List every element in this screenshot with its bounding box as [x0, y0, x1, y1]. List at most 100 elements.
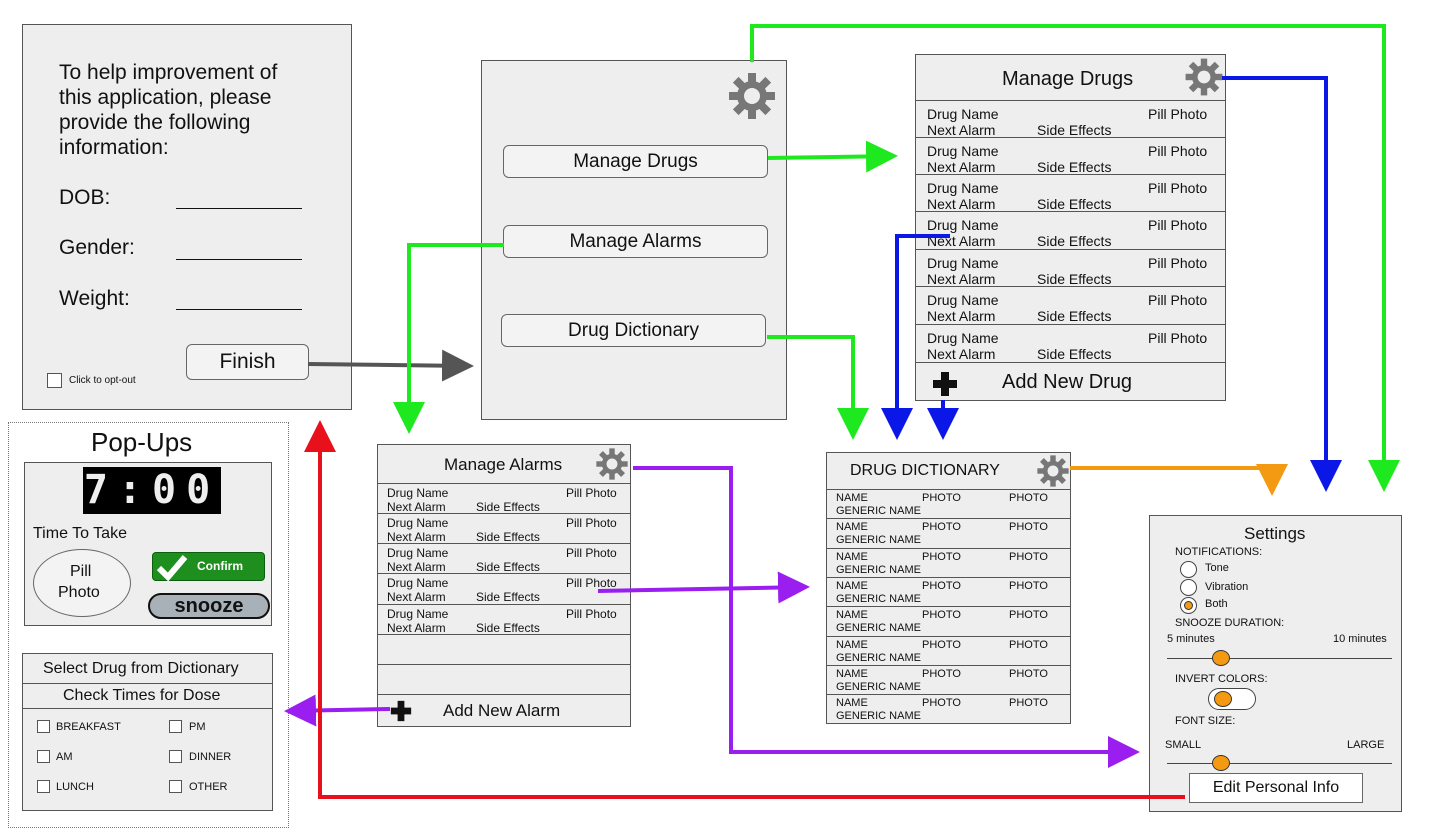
alarm-row[interactable]: Drug Name Pill Photo Next Alarm Side Eff…: [378, 544, 630, 574]
name-col: NAME: [836, 521, 868, 533]
snooze-duration-label: SNOOZE DURATION:: [1175, 617, 1285, 629]
radio-both[interactable]: [1180, 597, 1197, 614]
snooze-slider-knob[interactable]: [1212, 650, 1230, 666]
snooze-button[interactable]: snooze: [148, 593, 270, 619]
side-effects: Side Effects: [1037, 159, 1112, 175]
drug-row[interactable]: Drug Name Pill Photo Next Alarm Side Eff…: [916, 138, 1225, 175]
dictionary-row[interactable]: NAME PHOTO PHOTO GENERIC NAME: [827, 578, 1070, 607]
drug-dictionary-button[interactable]: Drug Dictionary: [501, 314, 766, 347]
drug-name: Drug Name: [387, 546, 449, 560]
next-alarm: Next Alarm: [387, 590, 446, 604]
dictionary-row[interactable]: NAME PHOTO PHOTO GENERIC NAME: [827, 695, 1070, 724]
drug-name: Drug Name: [927, 292, 999, 308]
font-slider-knob[interactable]: [1212, 755, 1230, 771]
gender-label: Gender:: [59, 236, 135, 259]
photo-col: PHOTO: [922, 668, 961, 680]
breakfast-checkbox[interactable]: [37, 720, 50, 733]
invert-toggle[interactable]: [1208, 688, 1256, 710]
onboarding-intro-1: To help improvement of: [59, 61, 278, 84]
drug-name: Drug Name: [387, 486, 449, 500]
add-new-drug-label[interactable]: Add New Drug: [1002, 371, 1133, 393]
pm-checkbox[interactable]: [169, 720, 182, 733]
settings-gear-icon[interactable]: [1036, 454, 1070, 488]
name-col: NAME: [836, 697, 868, 709]
dictionary-row[interactable]: NAME PHOTO PHOTO GENERIC NAME: [827, 607, 1070, 637]
other-checkbox[interactable]: [169, 780, 182, 793]
dinner-checkbox[interactable]: [169, 750, 182, 763]
dictionary-row[interactable]: NAME PHOTO PHOTO GENERIC NAME: [827, 519, 1070, 549]
snooze-max-label: 10 minutes: [1333, 633, 1387, 645]
drug-row[interactable]: Drug Name Pill Photo Next Alarm Side Eff…: [916, 325, 1225, 363]
alarm-row-empty[interactable]: [378, 665, 630, 695]
dictionary-row[interactable]: NAME PHOTO PHOTO GENERIC NAME: [827, 666, 1070, 695]
manage-alarms-title: Manage Alarms: [444, 455, 563, 474]
radio-tone[interactable]: [1180, 561, 1197, 578]
alarm-row[interactable]: Drug Name Pill Photo Next Alarm Side Eff…: [378, 514, 630, 544]
drug-name: Drug Name: [927, 255, 999, 271]
finish-button[interactable]: Finish: [186, 344, 309, 380]
generic-name: GENERIC NAME: [836, 681, 921, 693]
notifications-label: NOTIFICATIONS:: [1175, 546, 1263, 558]
side-effects: Side Effects: [1037, 233, 1112, 249]
photo-col: PHOTO: [922, 609, 961, 621]
font-slider-track[interactable]: [1167, 763, 1392, 764]
photo-col-2: PHOTO: [1009, 521, 1048, 533]
settings-gear-icon[interactable]: [1184, 57, 1224, 97]
plus-icon[interactable]: [390, 700, 412, 722]
confirm-label: Confirm: [197, 559, 243, 573]
generic-name: GENERIC NAME: [836, 652, 921, 664]
popups-title: Pop-Ups: [91, 427, 193, 457]
snooze-slider-track[interactable]: [1167, 658, 1392, 659]
gender-field[interactable]: [176, 258, 302, 260]
drug-name: Drug Name: [387, 576, 449, 590]
weight-field[interactable]: [176, 308, 302, 310]
confirm-button[interactable]: Confirm: [152, 552, 265, 581]
settings-gear-icon[interactable]: [595, 447, 629, 481]
add-new-alarm-label[interactable]: Add New Alarm: [443, 701, 561, 720]
name-col: NAME: [836, 609, 868, 621]
drug-name: Drug Name: [927, 143, 999, 159]
plus-icon[interactable]: [932, 371, 958, 397]
name-col: NAME: [836, 639, 868, 651]
alarm-row[interactable]: Drug Name Pill Photo Next Alarm Side Eff…: [378, 605, 630, 635]
settings-gear-icon[interactable]: [727, 71, 777, 121]
alarm-row[interactable]: Drug Name Pill Photo Next Alarm Side Eff…: [378, 484, 630, 514]
next-alarm: Next Alarm: [927, 122, 996, 138]
select-drug-label[interactable]: Select Drug from Dictionary: [43, 660, 239, 677]
alarm-row[interactable]: Drug Name Pill Photo Next Alarm Side Eff…: [378, 574, 630, 605]
manage-alarms-button[interactable]: Manage Alarms: [503, 225, 768, 258]
dictionary-row[interactable]: NAME PHOTO PHOTO GENERIC NAME: [827, 637, 1070, 666]
drug-row[interactable]: Drug Name Pill Photo Next Alarm Side Eff…: [916, 287, 1225, 325]
dictionary-row[interactable]: NAME PHOTO PHOTO GENERIC NAME: [827, 549, 1070, 578]
lunch-checkbox[interactable]: [37, 780, 50, 793]
manage-drugs-screen: Manage Drugs Drug Name Pill Photo Next A…: [915, 54, 1226, 401]
onboarding-intro-3: provide the following: [59, 111, 251, 134]
drug-row[interactable]: Drug Name Pill Photo Next Alarm Side Eff…: [916, 101, 1225, 138]
edit-personal-info-button[interactable]: Edit Personal Info: [1189, 773, 1363, 803]
drug-row[interactable]: Drug Name Pill Photo Next Alarm Side Eff…: [916, 175, 1225, 212]
next-alarm: Next Alarm: [927, 346, 996, 362]
dob-field[interactable]: [176, 207, 302, 209]
manage-drugs-button[interactable]: Manage Drugs: [503, 145, 768, 178]
generic-name: GENERIC NAME: [836, 564, 921, 576]
onboarding-intro-4: information:: [59, 136, 169, 159]
photo-col-2: PHOTO: [1009, 639, 1048, 651]
photo-col-2: PHOTO: [1009, 492, 1048, 504]
pill-photo-line2: Photo: [58, 584, 100, 601]
drug-row[interactable]: Drug Name Pill Photo Next Alarm Side Eff…: [916, 250, 1225, 287]
snooze-min-label: 5 minutes: [1167, 633, 1215, 645]
optout-checkbox[interactable]: [47, 373, 62, 388]
radio-vibration[interactable]: [1180, 579, 1197, 596]
arrow-drugs-to-settings: [1222, 76, 1342, 492]
other-label: OTHER: [189, 781, 228, 793]
am-checkbox[interactable]: [37, 750, 50, 763]
photo-col: PHOTO: [922, 551, 961, 563]
side-effects: Side Effects: [476, 530, 540, 544]
dictionary-row[interactable]: NAME PHOTO PHOTO GENERIC NAME: [827, 490, 1070, 519]
drug-dictionary-screen: DRUG DICTIONARY NAME PHOTO PHOTO GENERIC…: [826, 452, 1071, 724]
photo-col-2: PHOTO: [1009, 551, 1048, 563]
pill-photo: Pill Photo: [1148, 106, 1208, 122]
alarm-row-empty[interactable]: [378, 635, 630, 665]
arrow-settings-to-onboarding: [304, 420, 1185, 799]
